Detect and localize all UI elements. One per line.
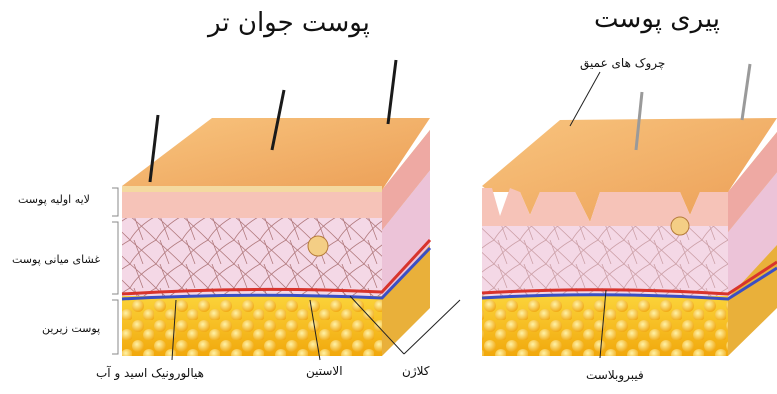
collagen-label: کلاژن — [402, 364, 429, 378]
aged-skin-block — [482, 64, 777, 356]
deep-wrinkles-label: چروک های عمیق — [580, 56, 665, 70]
young-skin-block — [122, 60, 430, 356]
layer-brackets — [112, 188, 118, 354]
hypodermis-label: پوست زیرین — [42, 322, 100, 335]
fibroblast-label: فیبروبلاست — [586, 368, 644, 382]
epidermis-label: لایه اولیه پوست — [18, 193, 90, 206]
hyaluronic-acid-label: هیالورونیک اسید و آب — [96, 366, 204, 380]
aged-skin-title: پیری پوست — [594, 4, 720, 34]
young-skin-title: پوست جوان تر — [208, 8, 370, 38]
elastin-label: الاستین — [306, 364, 343, 378]
dermis-label: غشای میانی پوست — [12, 253, 100, 266]
